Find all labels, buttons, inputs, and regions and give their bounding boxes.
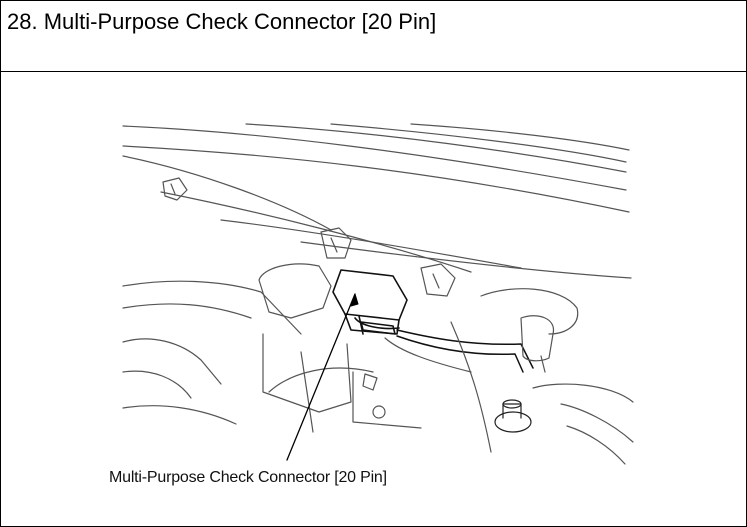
- title-row: 28. Multi-Purpose Check Connector [20 Pi…: [1, 1, 746, 72]
- lower-panel: [566, 425, 626, 465]
- housing-outline: [262, 333, 352, 413]
- dash-contour-line: [300, 241, 632, 279]
- figure-area: Multi-Purpose Check Connector [20 Pin]: [1, 72, 746, 526]
- panel-outline: [268, 367, 374, 393]
- dash-contour-line: [245, 123, 627, 173]
- wire-harness: [396, 335, 524, 373]
- panel-outline: [122, 405, 237, 425]
- dash-contour-line: [220, 219, 522, 269]
- lower-panel: [450, 321, 492, 453]
- housing-outline: [258, 263, 332, 319]
- check-connector: [332, 269, 408, 335]
- panel-outline: [122, 303, 252, 319]
- steering-column: [520, 315, 555, 362]
- wire-harness: [384, 337, 472, 373]
- dash-contour-line: [122, 155, 332, 231]
- dash-contour-line: [330, 123, 627, 163]
- panel-outline: [122, 280, 302, 335]
- connector-location-illustration: [122, 123, 634, 465]
- dash-contour-line: [410, 123, 630, 151]
- lower-panel: [532, 383, 634, 403]
- dash-contour-line: [122, 125, 627, 191]
- mounting-bolt: [494, 399, 532, 433]
- dash-contour-line: [160, 191, 472, 273]
- steering-column: [480, 288, 579, 335]
- page-title: 28. Multi-Purpose Check Connector [20 Pi…: [7, 9, 437, 34]
- panel-outline: [122, 370, 192, 399]
- connector-callout-label: Multi-Purpose Check Connector [20 Pin]: [109, 469, 387, 486]
- leader-line: [286, 293, 356, 461]
- panel-outline: [122, 338, 222, 385]
- lower-panel: [560, 403, 634, 443]
- wire-harness: [396, 329, 534, 369]
- housing-outline: [352, 371, 422, 429]
- clip-left: [162, 177, 188, 201]
- steering-column: [540, 355, 546, 373]
- small-fastener: [362, 373, 386, 419]
- leader-arrowhead: [350, 293, 359, 307]
- clip-right: [420, 263, 456, 297]
- dash-contour-line: [122, 145, 630, 213]
- clip-center: [320, 227, 352, 259]
- housing-outline: [300, 351, 314, 433]
